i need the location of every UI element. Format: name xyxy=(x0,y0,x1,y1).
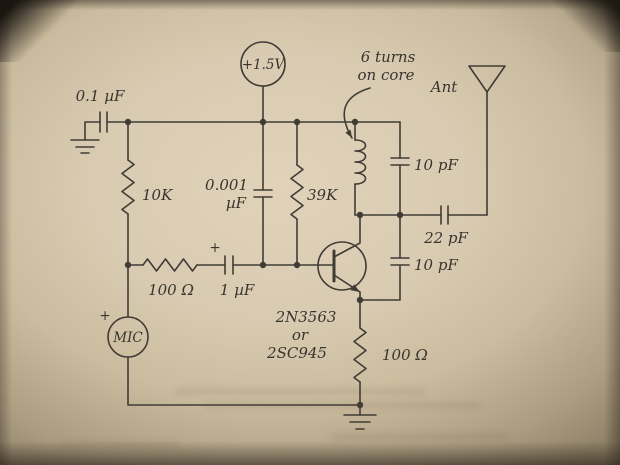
transistor-label-line2: or xyxy=(292,326,309,344)
capacitor-22pf: 22 pF xyxy=(399,205,488,247)
junction-dots xyxy=(124,118,404,409)
cap-22pf-label: 22 pF xyxy=(423,229,468,247)
junction-dot xyxy=(351,118,359,126)
capacitor-10pf-feedback: 10 pF xyxy=(359,214,458,301)
resistor-100ohm-base: 100 Ω xyxy=(127,258,226,299)
cap-plates xyxy=(253,189,273,198)
transistor-2n3563: 2N3563 or 2SC945 xyxy=(266,214,367,362)
junction-dot xyxy=(293,261,301,269)
cap-plates xyxy=(440,205,449,225)
transistor-emitter xyxy=(333,274,361,329)
junction-dot xyxy=(259,261,267,269)
cap-leads xyxy=(359,214,401,301)
cap-plates xyxy=(390,257,410,266)
antenna: Ant xyxy=(429,65,506,216)
coil-note-line2: on core xyxy=(358,66,415,84)
coil-loops xyxy=(354,139,367,185)
junction-dot xyxy=(293,118,301,126)
resistor-39k-zigzag xyxy=(290,164,304,220)
transistor-label-line1: 2N3563 xyxy=(275,308,337,326)
junction-dot xyxy=(356,401,364,409)
mic-polarity: + xyxy=(99,308,110,324)
coil-note-arrowhead xyxy=(345,129,352,138)
resistor-10k: 10K xyxy=(121,121,173,266)
cap-0point001uf-value: 0.001 xyxy=(205,176,248,194)
junction-dot xyxy=(356,296,364,304)
cap-plates xyxy=(390,157,410,166)
resistor-10k-zigzag xyxy=(121,159,135,215)
junction-dot xyxy=(396,211,404,219)
battery-label: +1.5V xyxy=(242,57,286,73)
cap-left-lead xyxy=(84,121,101,141)
cap-0point1uf-label: 0.1 µF xyxy=(76,87,125,105)
capacitor-1uf: + 1 µF xyxy=(209,240,335,299)
resistor-zigzag xyxy=(142,258,198,272)
cap-plates xyxy=(99,111,108,133)
antenna-label: Ant xyxy=(429,78,458,96)
cap-1uf-label: 1 µF xyxy=(220,281,255,299)
resistor-zigzag xyxy=(353,327,367,383)
ground-left-icon xyxy=(70,139,100,154)
mic-label: MIC xyxy=(112,330,143,346)
resistor-39k-label: 39K xyxy=(307,186,338,204)
capacitor-0point001uf: 0.001 µF xyxy=(205,121,273,266)
battery-1point5v: +1.5V xyxy=(240,41,286,123)
microphone: + MIC xyxy=(99,264,361,406)
transistor-circle xyxy=(317,241,367,291)
cap-0point001uf-unit: µF xyxy=(226,194,247,212)
ground-bottom-icon xyxy=(343,414,377,430)
transistor-label-line3: 2SC945 xyxy=(266,344,327,362)
mic-bottom-rail xyxy=(127,356,361,406)
coil-note-arrow xyxy=(343,87,371,139)
resistor-100ohm-base-label: 100 Ω xyxy=(148,281,194,299)
resistor-100ohm-emitter-label: 100 Ω xyxy=(382,346,428,364)
capacitor-0point1uf: 0.1 µF xyxy=(70,87,125,154)
coil-note-line1: 6 turns xyxy=(361,48,416,66)
resistor-39k: 39K xyxy=(290,121,338,266)
junction-dot xyxy=(259,118,267,126)
cap-10pf-feedback-label: 10 pF xyxy=(414,256,458,274)
cap-1uf-polarity: + xyxy=(209,240,220,256)
cap-10pf-tank-label: 10 pF xyxy=(414,156,458,174)
capacitor-10pf-tank: 10 pF xyxy=(390,121,458,216)
junction-dot xyxy=(124,261,132,269)
antenna-icon xyxy=(468,65,506,93)
junction-dot xyxy=(356,211,364,219)
transistor-collector xyxy=(333,214,361,258)
junction-dot xyxy=(124,118,132,126)
inductor-coil: 6 turns on core xyxy=(343,48,416,216)
resistor-100ohm-emitter: 100 Ω xyxy=(343,327,428,430)
resistor-10k-label: 10K xyxy=(142,186,173,204)
cap-plates xyxy=(224,255,234,275)
transistor-emitter-arrowhead xyxy=(350,284,360,292)
